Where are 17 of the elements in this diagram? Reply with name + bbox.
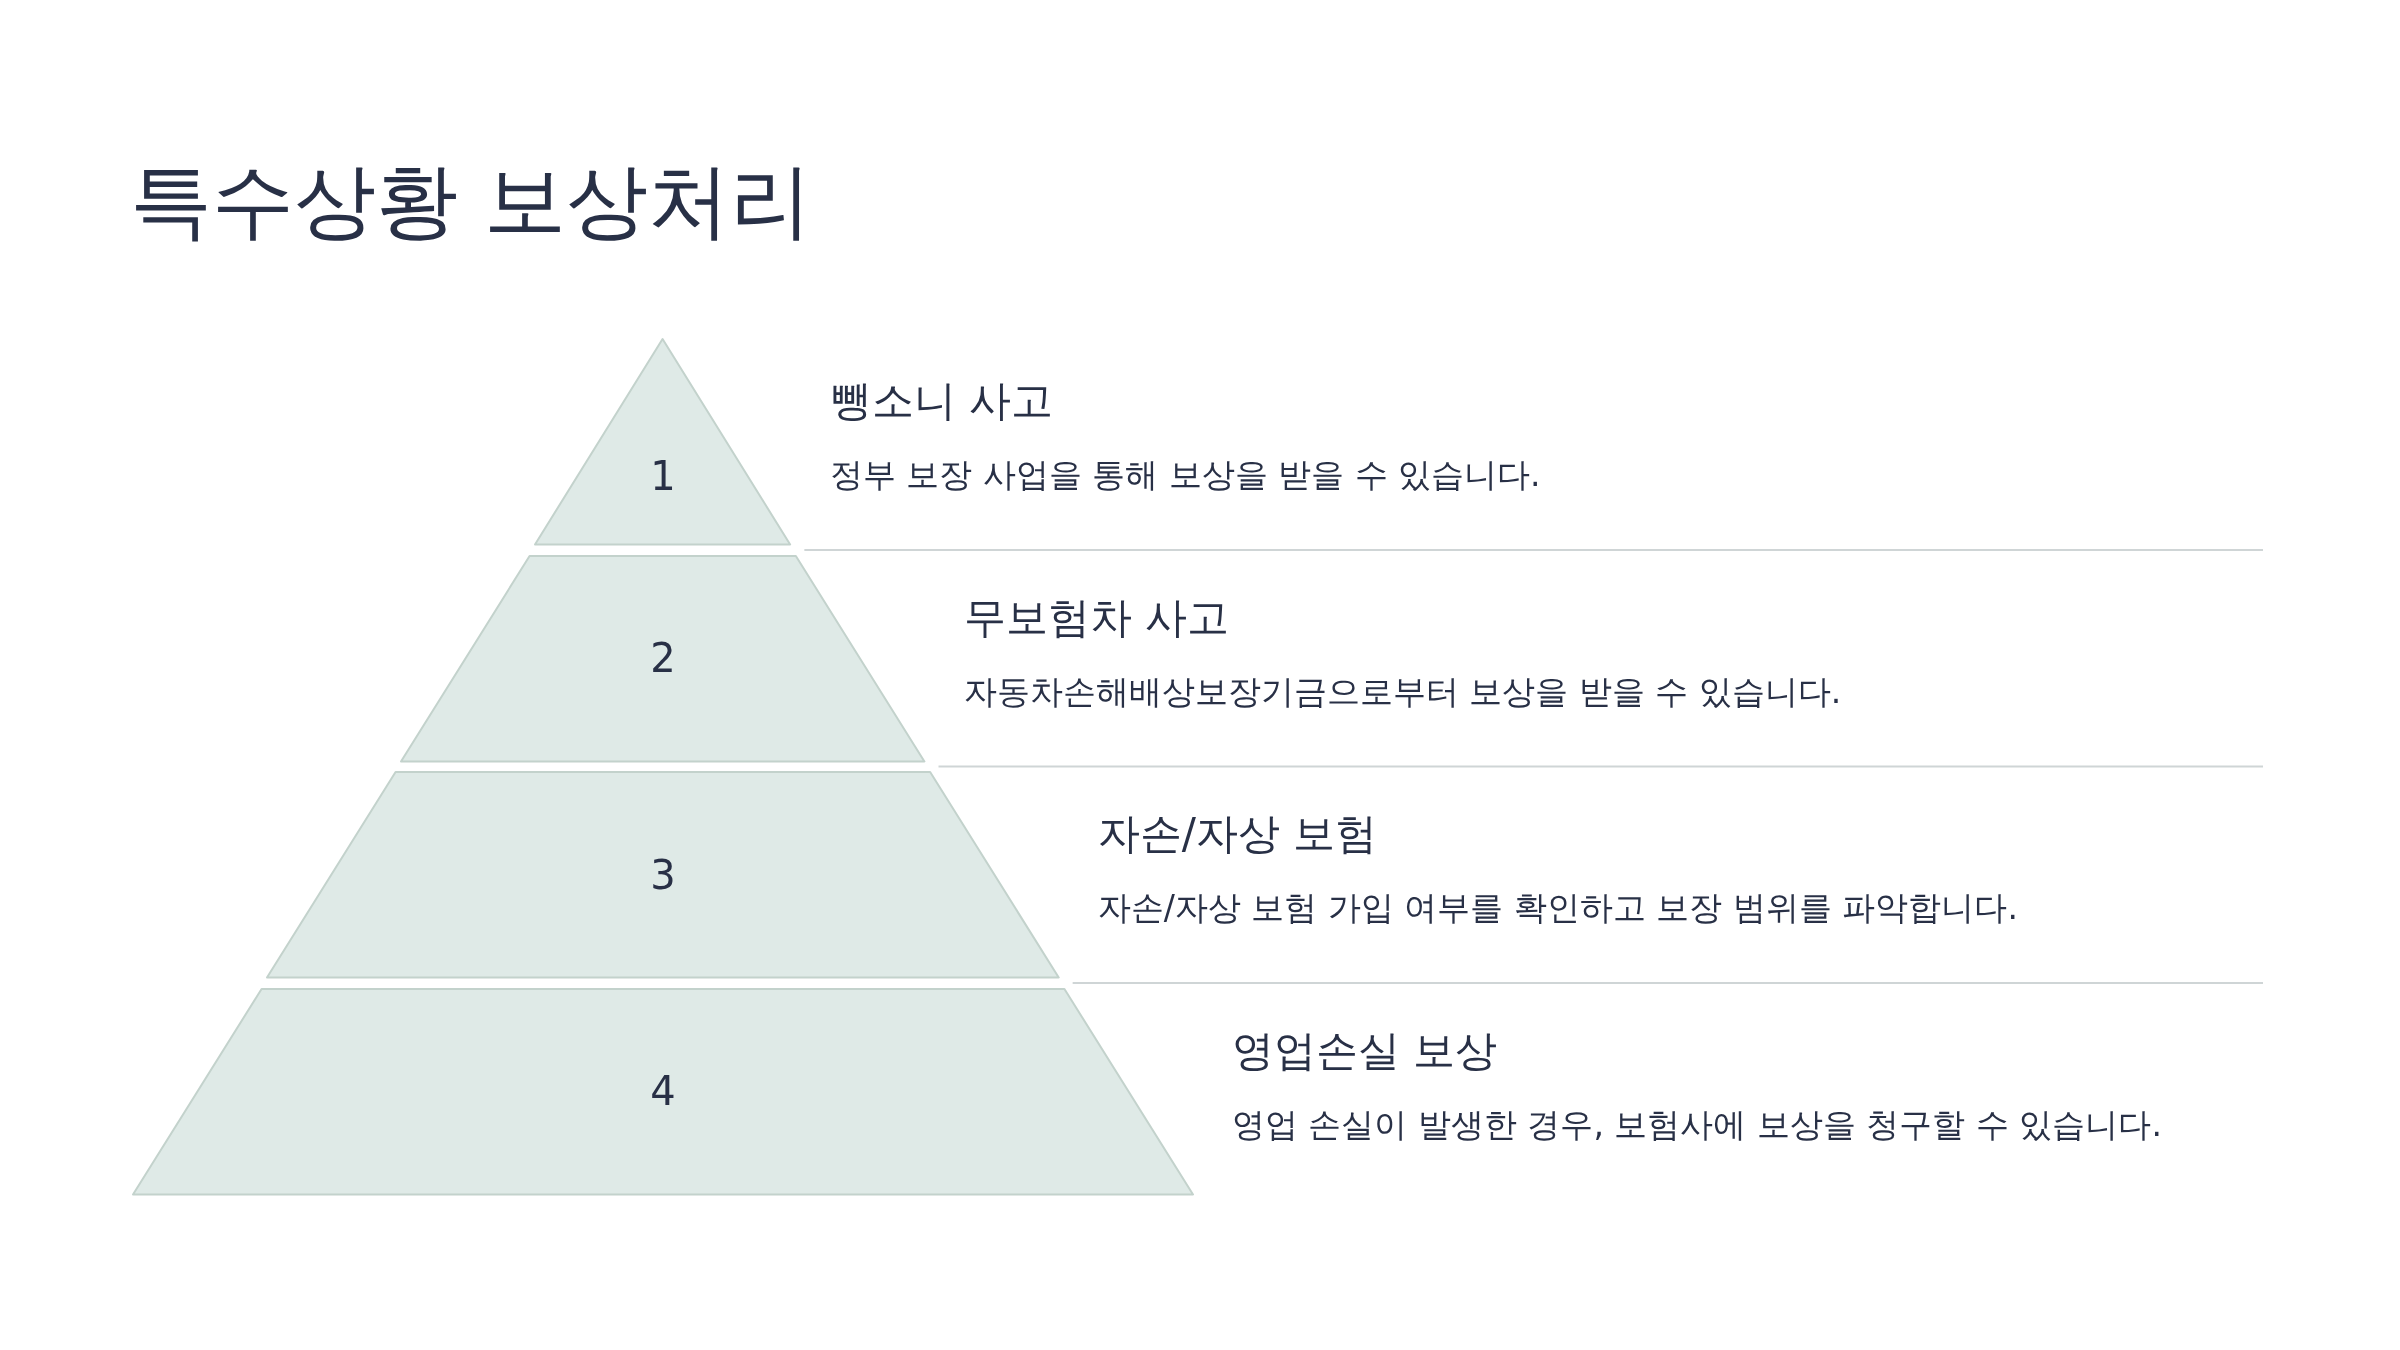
tier-description: 정부 보장 사업을 통해 보상을 받을 수 있습니다. xyxy=(829,455,1541,495)
pyramid-tier xyxy=(132,987,1194,1195)
tier-number: 3 xyxy=(650,854,676,895)
pyramid-tier xyxy=(400,554,926,762)
pyramid-tier xyxy=(266,771,1060,979)
tier-number: 2 xyxy=(650,638,676,679)
tier-description: 자동차손해배상보장기금으로부터 보상을 받을 수 있습니다. xyxy=(963,671,1842,712)
page-title: 특수상황 보상처리 xyxy=(130,152,813,250)
tier-description: 영업 손실이 발생한 경우, 보험사에 보상을 청구할 수 있습니다. xyxy=(1232,1104,2162,1145)
pyramid-top-triangle xyxy=(534,338,792,546)
tier-heading: 무보험차 사고 xyxy=(963,592,1230,643)
tier-number: 1 xyxy=(650,456,676,497)
tier-number: 4 xyxy=(650,1071,676,1112)
tier-heading: 뺑소니 사고 xyxy=(829,376,1053,427)
tier-description: 자손/자상 보험 가입 여부를 확인하고 보장 범위를 파악합니다. xyxy=(1097,888,2018,928)
tier-heading: 자손/자상 보험 xyxy=(1097,809,1378,860)
tier-heading: 영업손실 보상 xyxy=(1232,1025,1498,1076)
